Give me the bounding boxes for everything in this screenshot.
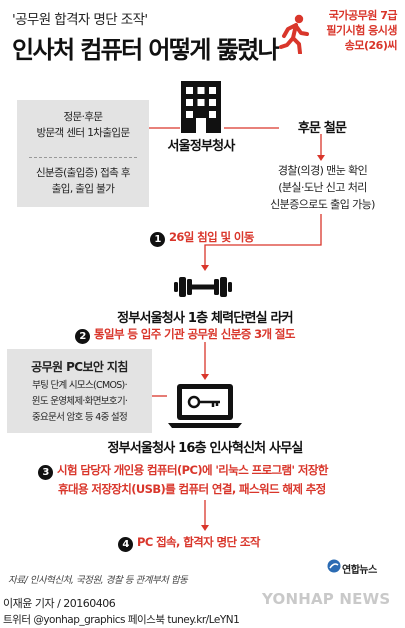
entry-info-line: 정문·후문 — [63, 111, 104, 123]
page-title: 인사처 컴퓨터 어떻게 뚫렸나 — [12, 36, 280, 64]
divider — [29, 157, 137, 158]
step-4: 4 PC 접속, 합격자 명단 조작 — [118, 534, 260, 552]
source-note: 자료/ 인사혁신처, 국정원, 경찰 등 관계부처 합동 — [8, 575, 188, 586]
reporter-credit: 이재윤 기자 / 20160406 — [3, 597, 116, 610]
suspect-line: 필기시험 응시생 — [326, 24, 397, 37]
police-check-line: 경찰(의경) 맨눈 확인 — [277, 164, 368, 177]
police-check-line: (분실·도난 신고 처리 — [278, 181, 367, 194]
arrow-head — [201, 374, 209, 380]
security-guideline-box: 공무원 PC보안 지침 부팅 단계 시모스(CMOS)· 윈도 운영체제·화면보… — [7, 349, 152, 433]
police-check-line: 신분증으로도 출입 가능) — [270, 198, 375, 211]
step-2: 2 통일부 등 입주 기관 공무원 신분증 3개 절도 — [75, 326, 295, 344]
security-guideline-line: 중요문서 암호 등 4중 설정 — [31, 412, 128, 423]
step-number-badge: 2 — [75, 329, 90, 344]
step-number-badge: 3 — [38, 465, 53, 480]
laptop-key-icon — [168, 384, 242, 428]
entry-info-line: 방문객 센터 1차출입문 — [36, 127, 130, 139]
watermark: YONHAP NEWS — [262, 590, 391, 608]
suspect-info: 국가공무원 7급 필기시험 응시생 송모(26)씨 — [285, 8, 397, 53]
security-guideline-line: 윈도 운영체제·화면보호기· — [31, 396, 128, 407]
suspect-line: 국가공무원 7급 — [328, 9, 398, 22]
entry-info-line: 신분증(출입증) 접촉 후 — [35, 167, 131, 179]
entry-info-line: 출입, 출입 불가 — [51, 183, 115, 195]
arrow-head — [317, 155, 325, 161]
entry-info-box: 정문·후문 방문객 센터 1차출입문 신분증(출입증) 접촉 후 출입, 출입 … — [17, 100, 149, 207]
locker-label: 정부서울청사 1층 체력단련실 라커 — [117, 311, 293, 326]
arrow-head — [201, 525, 209, 531]
security-guideline-heading: 공무원 PC보안 지침 — [31, 360, 128, 374]
office-label: 정부서울청사 16층 인사혁신처 사무실 — [107, 441, 303, 456]
step-3: 3 시험 담당자 개인용 컴퓨터(PC)에 '리눅스 프로그램' 저장한 — [38, 462, 328, 480]
step-3-continued: 휴대용 저장장치(USB)를 컴퓨터 연결, 패스워드 해제 추정 — [58, 482, 326, 496]
arrow-head — [201, 265, 209, 271]
social-links: 트위터 @yonhap_graphics 페이스북 tuney.kr/LeYN1 — [3, 614, 240, 626]
dumbbell-icon — [174, 277, 232, 297]
back-gate-label: 후문 철문 — [297, 121, 347, 136]
yonhap-logo-icon — [327, 559, 341, 573]
building-label: 서울정부청사 — [167, 139, 236, 154]
running-man-icon — [279, 14, 309, 54]
building-icon — [181, 81, 221, 133]
step-number-badge: 1 — [150, 232, 165, 247]
subtitle: '공무원 합격자 명단 조작' — [12, 12, 148, 28]
step-1: 1 26일 침입 및 이동 — [150, 229, 255, 247]
yonhap-logo-text: 연합뉴스 — [342, 565, 377, 576]
step-number-badge: 4 — [118, 537, 133, 552]
step-text: 시험 담당자 개인용 컴퓨터(PC)에 '리눅스 프로그램' 저장한 — [57, 463, 328, 477]
step-text: 통일부 등 입주 기관 공무원 신분증 3개 절도 — [94, 327, 295, 341]
step-text: 26일 침입 및 이동 — [169, 230, 255, 244]
security-guideline-line: 부팅 단계 시모스(CMOS)· — [32, 380, 127, 391]
step-text: PC 접속, 합격자 명단 조작 — [137, 535, 260, 549]
suspect-line: 송모(26)씨 — [344, 39, 398, 52]
connector-line — [204, 214, 322, 266]
